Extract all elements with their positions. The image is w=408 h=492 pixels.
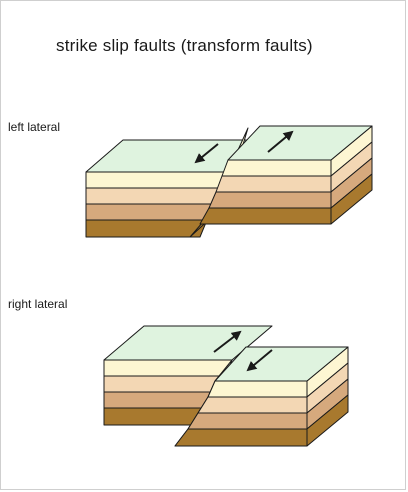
right-lateral-arrow-rear	[213, 330, 242, 353]
left-lateral-front-block-layers	[85, 171, 229, 238]
right-lateral-rear-block-top	[103, 325, 273, 361]
left-lateral-block-diagram	[85, 125, 373, 238]
right-lateral-label: right lateral	[8, 297, 68, 311]
right-lateral-block-diagram	[103, 325, 349, 447]
left-lateral-rear-block-top	[227, 125, 373, 161]
left-lateral-rear-block-layers	[199, 159, 332, 225]
right-lateral-arrow-front	[246, 349, 273, 372]
left-lateral-arrow-rear	[267, 130, 294, 153]
left-lateral-arrow-front	[194, 143, 219, 164]
left-lateral-label: left lateral	[8, 120, 61, 134]
figure-title: strike slip faults (transform faults)	[56, 36, 313, 55]
right-lateral-front-block-side	[306, 346, 349, 447]
left-lateral-rear-block-side	[330, 125, 373, 225]
right-lateral-front-block-top	[214, 346, 349, 382]
right-lateral-front-block-layers	[174, 380, 308, 447]
